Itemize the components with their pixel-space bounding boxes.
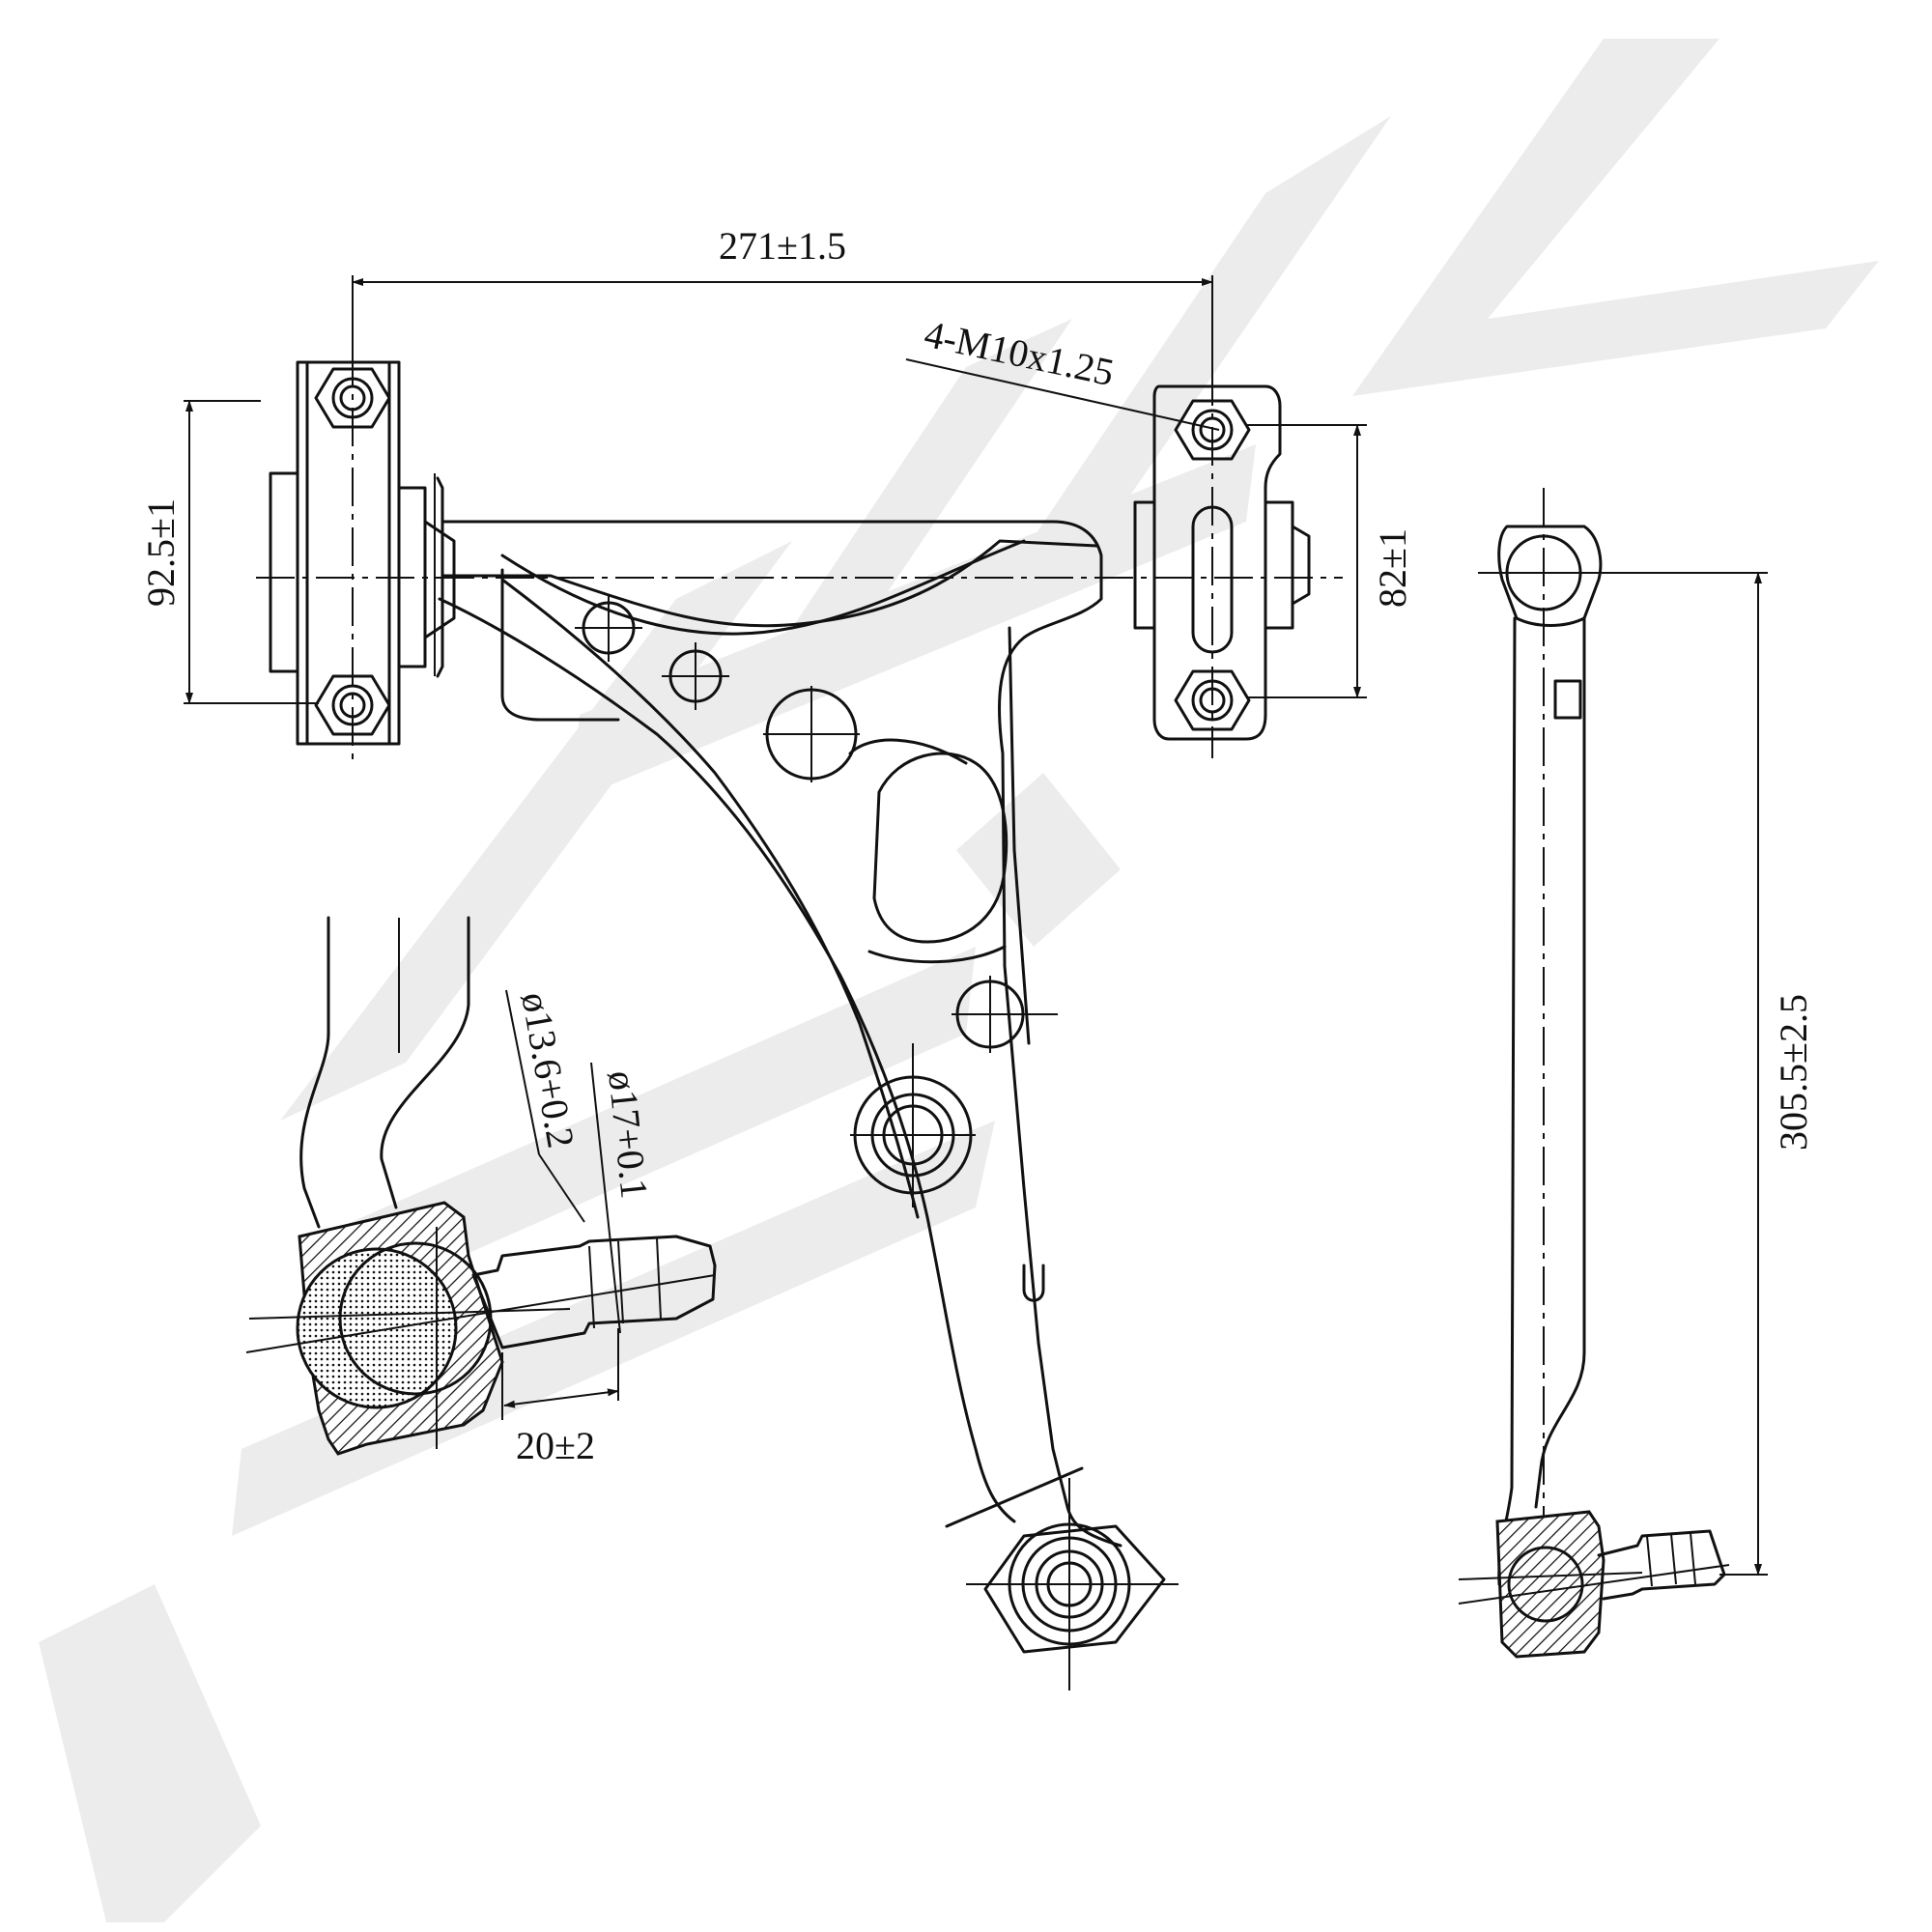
arm-hole-2	[662, 642, 729, 710]
dimension-271: 271±1.5	[352, 224, 1213, 386]
dimension-82: 82±1	[1246, 424, 1414, 698]
arm-bushing-hole	[850, 1043, 976, 1208]
dimension-305-5-label: 305.5±2.5	[1772, 994, 1815, 1151]
side-view-ball-joint	[1458, 1510, 1730, 1659]
right-bottom-bolt	[1174, 669, 1251, 731]
dimension-271-label: 271±1.5	[719, 224, 846, 268]
arm-hole-4	[952, 976, 1058, 1053]
side-view-arm	[1478, 488, 1633, 1594]
taper-dia-label: ø13.6+0.2	[513, 989, 583, 1151]
right-top-bolt	[1174, 399, 1251, 461]
left-bottom-bolt	[314, 674, 391, 736]
dimension-92-5-label: 92.5±1	[139, 498, 183, 607]
dimension-92-5: 92.5±1	[139, 400, 319, 704]
arm-hole-1	[575, 594, 642, 662]
section-detail-arm	[299, 916, 470, 1229]
dimension-20: 20±2	[501, 1328, 619, 1467]
dimension-20-label: 20±2	[516, 1424, 595, 1467]
dimension-82-label: 82±1	[1371, 528, 1414, 608]
dimension-305-5: 305.5±2.5	[1623, 572, 1815, 1576]
ball-joint	[966, 1478, 1179, 1690]
section-detail-ball-joint	[245, 1201, 717, 1456]
right-bushing	[1133, 367, 1311, 758]
arm-hole-3	[763, 686, 860, 782]
left-top-bolt	[314, 367, 391, 429]
